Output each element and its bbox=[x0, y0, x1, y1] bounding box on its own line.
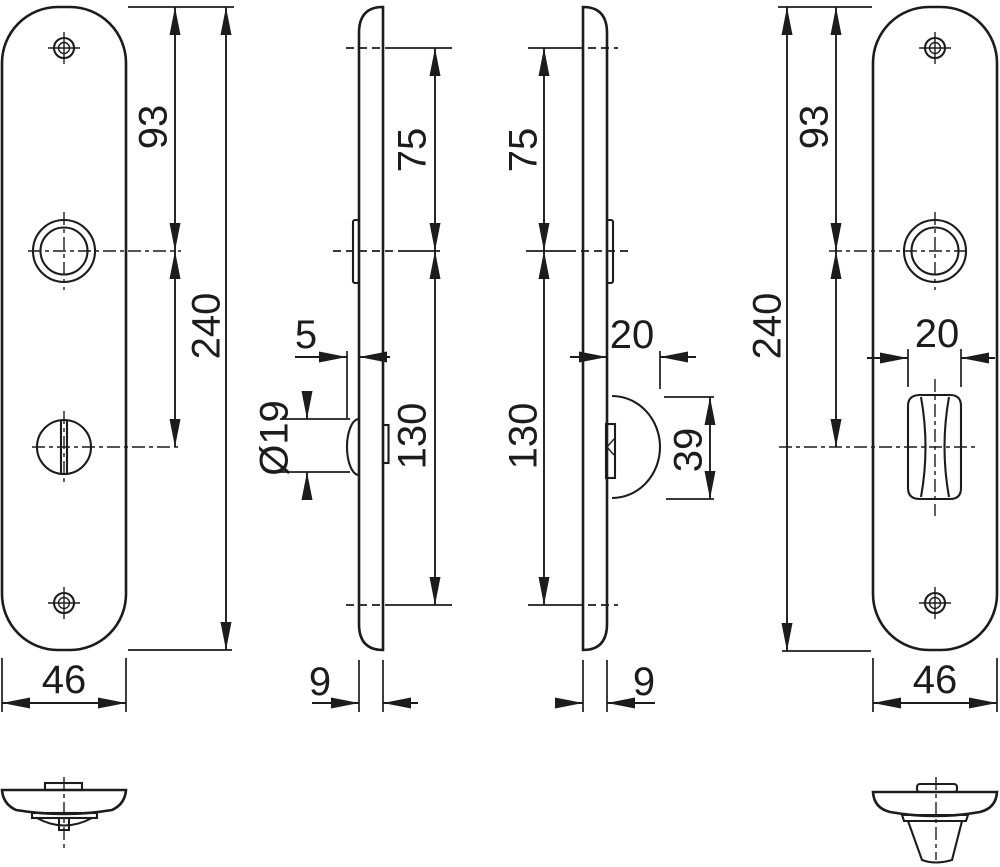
dim-label-75-right: 75 bbox=[502, 128, 546, 173]
dim-label-20-profile: 20 bbox=[610, 313, 655, 357]
thumbturn-front bbox=[779, 379, 977, 516]
plate-outline bbox=[0, 5, 128, 652]
dim-label-130-right: 130 bbox=[502, 403, 546, 470]
plate-outline bbox=[871, 5, 999, 652]
front-view-left-plate bbox=[0, 5, 181, 652]
end-view-left-plate bbox=[0, 777, 128, 849]
reference-ticks bbox=[526, 47, 632, 606]
dim-label-75-left: 75 bbox=[391, 128, 435, 173]
side-view-left-profile bbox=[333, 5, 452, 652]
profile-outline bbox=[357, 5, 385, 652]
dim-label-9-left: 9 bbox=[309, 660, 331, 704]
dim-label-93-left: 93 bbox=[132, 105, 176, 150]
dim-label-9-right: 9 bbox=[633, 660, 655, 704]
dim-label-20-front: 20 bbox=[915, 312, 960, 356]
screw-hole-top bbox=[919, 32, 951, 64]
dim-label-46-left: 46 bbox=[42, 658, 87, 702]
dimensions-profile-left: 75 130 5 Ø19 9 bbox=[253, 48, 441, 712]
turn-knob-end bbox=[36, 817, 93, 827]
dim-label-dia19: Ø19 bbox=[253, 400, 297, 476]
lever-hole bbox=[829, 212, 971, 290]
plate-end-body bbox=[871, 790, 999, 818]
screw-hole-bottom bbox=[48, 587, 80, 619]
turn-slot bbox=[32, 411, 181, 483]
dimensions-profile-right: 75 130 20 39 9 bbox=[502, 48, 716, 712]
dim-label-130-left: 130 bbox=[391, 403, 435, 470]
profile-outline bbox=[581, 5, 609, 652]
dim-label-93-right: 93 bbox=[793, 105, 837, 150]
dim-label-240-right: 240 bbox=[746, 293, 790, 360]
spindle-nut bbox=[381, 423, 390, 465]
lever-hole bbox=[28, 212, 181, 290]
dimensions-front-right: 93 240 20 46 bbox=[746, 6, 998, 712]
turn-knob-side bbox=[345, 417, 360, 477]
thumbturn-end bbox=[906, 819, 964, 864]
dimensions-front-left: 93 240 46 bbox=[1, 6, 234, 712]
dim-label-240-left: 240 bbox=[185, 293, 229, 360]
side-view-right-profile bbox=[526, 5, 661, 652]
thumbturn-notch bbox=[606, 438, 615, 456]
front-view-right-plate bbox=[779, 5, 999, 652]
thumbturn-side bbox=[611, 394, 661, 500]
turn-collar-end bbox=[900, 813, 970, 823]
screw-hole-bottom bbox=[919, 587, 951, 619]
dim-label-46-right: 46 bbox=[913, 658, 958, 702]
screw-hole-top bbox=[48, 32, 80, 64]
dim-label-39: 39 bbox=[667, 428, 711, 473]
end-view-right-plate bbox=[871, 777, 999, 864]
turn-neck bbox=[604, 422, 617, 480]
dim-label-5: 5 bbox=[295, 313, 317, 357]
